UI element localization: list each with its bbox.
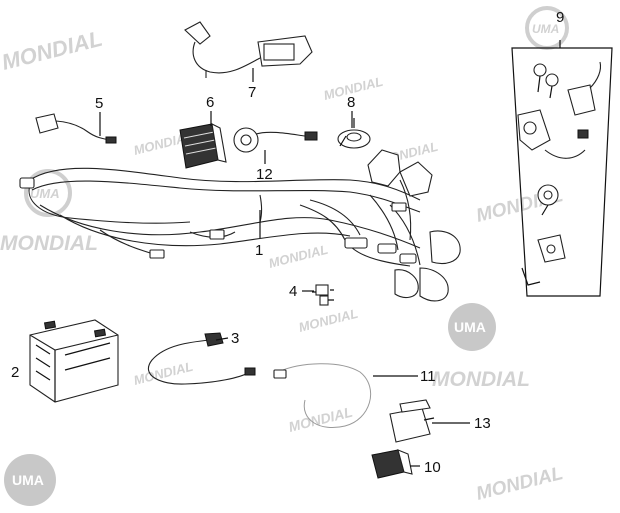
flasher-relay	[371, 449, 413, 479]
leader-lines	[99, 68, 470, 467]
watermark-logo-text: UMA	[454, 319, 486, 335]
callout-5: 5	[95, 95, 103, 112]
callout-12: 12	[256, 166, 273, 183]
callout-10: 10	[424, 459, 441, 476]
watermark-brand: MONDIAL	[474, 463, 565, 505]
callout-7: 7	[248, 84, 256, 101]
watermark-logo: UMA	[448, 303, 496, 351]
callout-11: 11	[420, 368, 436, 385]
horn	[337, 118, 371, 149]
watermark-logo-text: UMA	[30, 186, 60, 201]
callout-1: 1	[255, 242, 263, 259]
regulator	[179, 123, 227, 169]
watermark-brand: MONDIAL	[287, 404, 354, 435]
fuse-holder	[312, 284, 334, 306]
watermark-logo: UMA	[4, 454, 56, 506]
callout-6: 6	[206, 94, 214, 111]
watermark-brand: MONDIAL	[267, 242, 330, 271]
callout-8: 8	[347, 94, 355, 111]
watermark-logo-text: UMA	[532, 22, 559, 36]
callout-labels: 1 2 3 4 5 6 7 8 9 10 11 12 13	[11, 9, 564, 476]
watermark-logo-text: UMA	[12, 472, 44, 488]
battery-cable	[147, 332, 256, 385]
switch-wire	[35, 113, 117, 144]
watermark-brand: MONDIAL	[432, 368, 530, 391]
relay-module	[389, 399, 435, 443]
callout-9: 9	[556, 9, 564, 26]
wire-loop	[273, 363, 372, 428]
callout-3: 3	[231, 330, 239, 347]
watermark-logo: UMA	[24, 169, 72, 217]
ignition-coil	[184, 21, 313, 78]
leader-line-3	[215, 337, 229, 341]
key-set	[511, 40, 613, 297]
callout-4: 4	[289, 283, 297, 300]
battery	[29, 319, 119, 403]
callout-13: 13	[474, 415, 491, 432]
sensor-unit	[233, 127, 318, 153]
watermark-brand: MONDIAL	[0, 232, 98, 255]
callout-2: 2	[11, 364, 19, 381]
watermark-brand: MONDIAL	[297, 306, 360, 335]
watermark-brand: MONDIAL	[0, 26, 105, 75]
wiring-harness	[19, 149, 461, 302]
